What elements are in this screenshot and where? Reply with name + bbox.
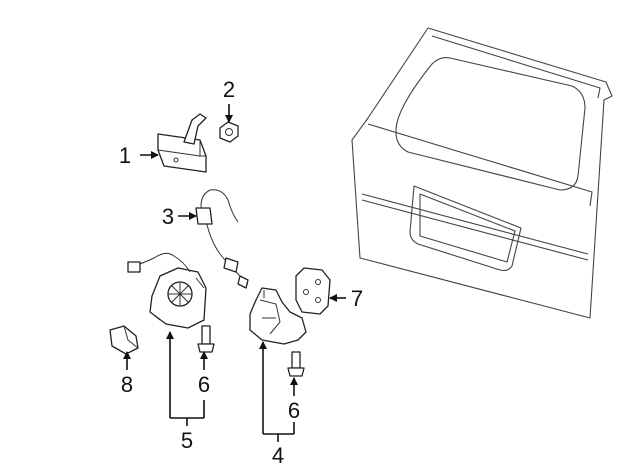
part-7-striker [295,267,331,315]
part-3-wire-harness [195,189,249,289]
part-6-bolt-right [287,351,305,377]
part-6-bolt-left [197,325,215,353]
callout-3: 3 [162,204,174,229]
part-8-bumper [109,325,139,355]
part-2-nut [219,121,239,143]
callout-4: 4 [272,443,284,468]
part-5-latch-actuator [127,252,207,329]
bracket-4 [259,341,295,442]
part-4-latch [249,287,307,345]
callout-6-right: 6 [288,398,300,423]
liftgate-panel [351,27,613,319]
callout-7: 7 [351,286,363,311]
bracket-5 [166,331,205,426]
callout-5: 5 [181,428,193,453]
callout-1: 1 [119,143,131,168]
callout-2: 2 [223,77,235,102]
part-1-handle-switch [157,113,207,173]
callout-8: 8 [121,372,133,397]
callout-6-left: 6 [198,372,210,397]
